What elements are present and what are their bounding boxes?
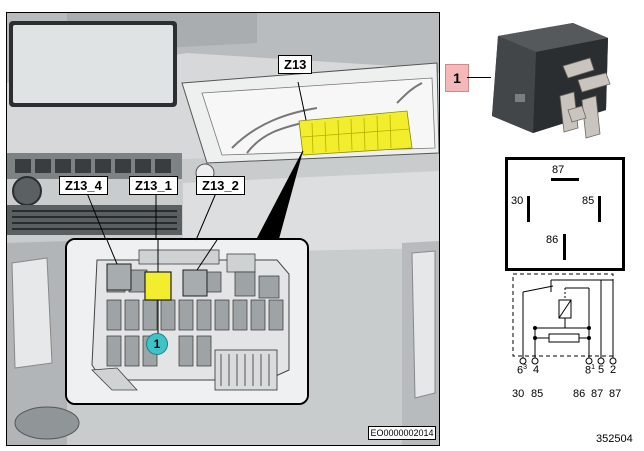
terminal-4: 4 [533,364,540,376]
relay-z13-2 [182,269,208,297]
circuit-pin-87b: 87 [609,388,622,400]
relay-z13-4 [106,263,132,291]
position-leader [467,77,491,78]
relay-picture [492,23,611,139]
pin-87-label: 87 [552,164,565,176]
terminal-8: 81 [585,364,596,377]
relay-index-marker: 1 [146,333,168,355]
figure-number: 352504 [596,433,633,445]
pin-85-bar [598,196,601,222]
terminal-2: 2 [610,364,617,376]
fuse-box-z13 [298,110,413,156]
pin-86-bar [563,234,566,260]
relay-pin-layout: 87 30 85 86 [505,157,625,271]
circuit-pin-86: 86 [573,388,586,400]
terminal-6: 63 [517,364,528,377]
position-number: 1 [453,70,461,86]
callout-z13: Z13 [278,55,313,74]
relay-index-number: 1 [153,337,161,351]
pin-30-bar [527,196,530,222]
pin-86-label: 86 [546,234,559,246]
circuit-pin-87a: 87 [591,388,604,400]
position-number-box: 1 [445,64,469,92]
pin-87-bar [551,178,579,181]
image-code: EO0000002014 [368,426,436,440]
infotainment-screen [9,21,177,107]
fuse-carrier-drawing [67,240,307,403]
pin-85-label: 85 [582,195,595,207]
circuit-pin-30: 30 [512,388,525,400]
terminal-5: 5 [598,364,605,376]
callout-z13-1: Z13_1 [129,176,178,195]
fuse-carrier-inset [65,238,309,405]
pin-30-label: 30 [511,195,524,207]
circuit-pin-85: 85 [531,388,544,400]
callout-z13-4: Z13_4 [59,176,108,195]
relay-circuit-schematic [512,273,617,365]
callout-z13-2: Z13_2 [196,176,245,195]
